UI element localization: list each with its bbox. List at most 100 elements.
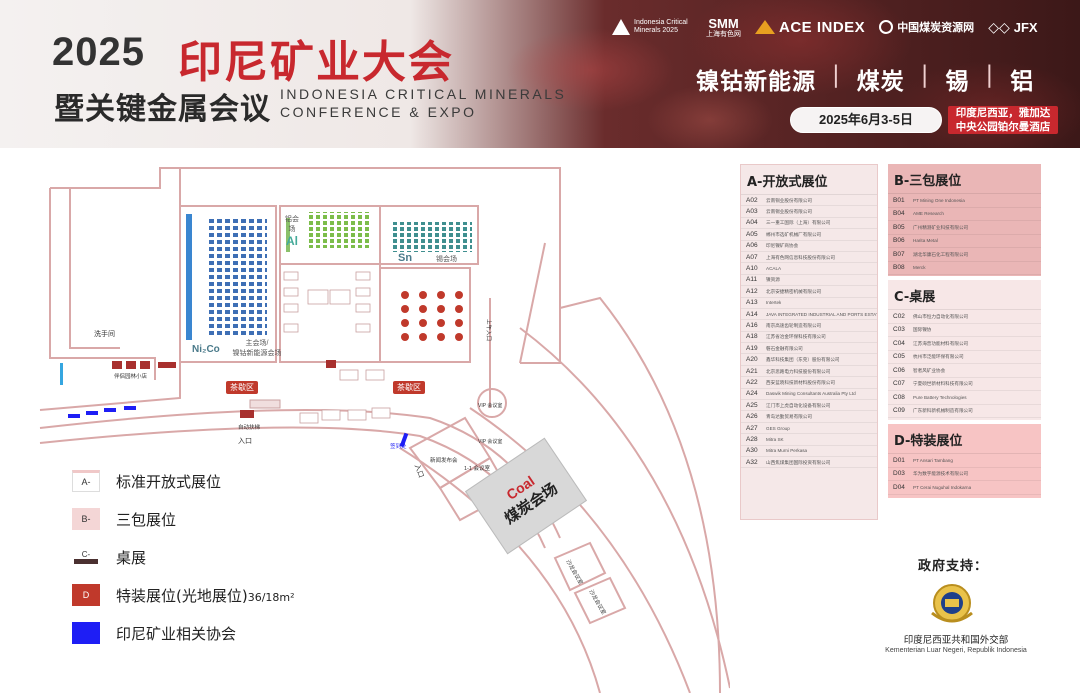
exhibitor-name: 西安蓝晓科技新材料股份有限公司 <box>766 379 835 385</box>
header-banner: 2025 印尼矿业大会 暨关键金属会议 INDONESIA CRITICAL M… <box>0 0 1080 148</box>
event-english-title-line2: CONFERENCE & EXPO <box>280 104 477 120</box>
exhibitor-row: B07 湖北华康石化工程有限公司 <box>888 248 1041 262</box>
booth-code: A26 <box>746 413 758 421</box>
metal-item: 煤炭 <box>856 69 905 95</box>
main-hall-label: 主会场/ 镍钴新能源会场 <box>232 340 282 357</box>
triangle-logo-icon <box>612 19 630 35</box>
exhibitor-name: 湖北华康石化工程有限公司 <box>913 251 969 257</box>
association-booths <box>68 406 409 448</box>
association-swatch <box>72 622 100 644</box>
vip-room-label: VIP 会议室 <box>478 439 503 445</box>
outer-curve <box>559 296 721 693</box>
exhibitor-row: A06 印尼镍矿商协会 <box>741 241 877 252</box>
exhibitor-name: 江苏海普功能材料有限公司 <box>913 340 969 346</box>
table-booth-swatch: C- <box>72 546 100 568</box>
booth-legend: A- 标准开放式展位 B- 三包展位 C- 桌展 D 特装展位(光地展位)36/… <box>72 462 382 652</box>
booth-code: A20 <box>746 356 758 364</box>
metals-list: 镍钴新能源| 煤炭| 锡| 铝 <box>696 62 1035 95</box>
booth-code: C03 <box>893 326 905 334</box>
booth-code: D04 <box>893 483 905 491</box>
booth-code: A30 <box>746 447 758 455</box>
restroom-label: 洗手间 <box>94 331 115 338</box>
column-wall <box>519 242 546 364</box>
main-hall-outline <box>179 205 277 363</box>
exhibitor-name: JAVA INTEGRATED INDUSTRIAL AND PORTS EST… <box>766 311 877 317</box>
booth-code: A16 <box>746 321 758 329</box>
government-support-title: 政府支持： <box>918 559 989 574</box>
booth-code: A28 <box>746 435 758 443</box>
exhibitor-name: 印尼镍矿商协会 <box>766 243 799 249</box>
booth-code: B06 <box>893 237 905 245</box>
booth-code: B04 <box>893 210 905 218</box>
exhibitor-name: Daswik Mining Consultants Australia Pty … <box>766 391 856 397</box>
exhibitor-name: PT Cerai Nuguhal Indokarna <box>913 484 972 490</box>
exhibitor-name: 广东新科新机械制造有限公司 <box>913 408 973 414</box>
ballroom-entrance-label: 上午入口 <box>485 318 492 342</box>
section-d-title: D-特装展位 <box>888 424 1041 454</box>
exhibitor-name: Pure Battery Technologies <box>913 394 967 400</box>
booth-code: D03 <box>893 470 905 478</box>
exhibitor-name: 鑫华科技集团（东莞）股份有限公司 <box>766 357 840 363</box>
outer-curve <box>519 327 730 689</box>
tea-break-area: 茶歇区 <box>393 381 425 394</box>
exhibitor-name: PT Ansari Tambang <box>913 457 953 463</box>
building-wall <box>50 167 561 364</box>
tea-break-area: 茶歇区 <box>226 381 258 394</box>
event-title: 印尼矿业大会 <box>178 37 454 88</box>
event-year: 2025 <box>52 30 145 74</box>
exhibitor-name: 国际镍协 <box>913 327 932 333</box>
booth-code: A12 <box>746 287 758 295</box>
exhibitor-name: 三一重工国际（上海）有限公司 <box>766 220 831 226</box>
metal-item: 锡 <box>945 69 970 95</box>
round-pillar <box>477 388 507 418</box>
legend-item: 印尼矿业相关协会 <box>72 614 382 652</box>
booth-code: A21 <box>746 367 758 375</box>
vip-room-label: VIP 会议室 <box>478 403 503 409</box>
booth-code: B07 <box>893 250 905 258</box>
aluminium-hall-seating <box>306 212 372 248</box>
booth-code: A07 <box>746 253 758 261</box>
booth-code: A06 <box>746 242 758 250</box>
booth-code: C02 <box>893 312 905 320</box>
exhibitor-row: C08 Pure Battery Technologies <box>888 391 1041 405</box>
tin-hall-outline <box>379 205 479 265</box>
stage-screen <box>186 214 192 340</box>
aluminium-hall-label: 铝会场 <box>285 216 299 233</box>
exhibitor-row: C03 国际镍协 <box>888 324 1041 337</box>
ministry-seal-icon <box>931 584 973 623</box>
exhibitor-row: A04 三一重工国际（上海）有限公司 <box>741 218 877 230</box>
exhibitor-name: 佛山市恒力自动化有限公司 <box>913 313 969 319</box>
open-booth-swatch: A- <box>72 470 100 492</box>
escalator <box>249 399 281 409</box>
main-hall-seating <box>207 216 267 338</box>
exhibitor-name: AME Research <box>913 211 944 217</box>
legend-item: B- 三包展位 <box>72 500 382 538</box>
coal-resource-logo: 中国煤炭资源网 <box>879 19 974 35</box>
booth-code: A25 <box>746 401 758 409</box>
exhibitor-name: 智者风矿业协会 <box>913 367 946 373</box>
globe-logo-icon <box>879 20 894 34</box>
booth-code: C08 <box>893 393 905 401</box>
ministry-name-local: Kementerian Luar Negeri, Republik Indone… <box>885 647 1027 654</box>
exhibitor-name: Intertek <box>766 300 782 306</box>
booth-code: A04 <box>746 219 758 227</box>
booth-code: A05 <box>746 230 758 238</box>
booth-code: C05 <box>893 353 905 361</box>
jfx-diamond-icon: ◇◇ <box>988 18 1010 35</box>
roundtables <box>392 286 464 342</box>
jfx-logo: ◇◇ JFX <box>988 18 1038 35</box>
booth-code: A27 <box>746 424 758 432</box>
